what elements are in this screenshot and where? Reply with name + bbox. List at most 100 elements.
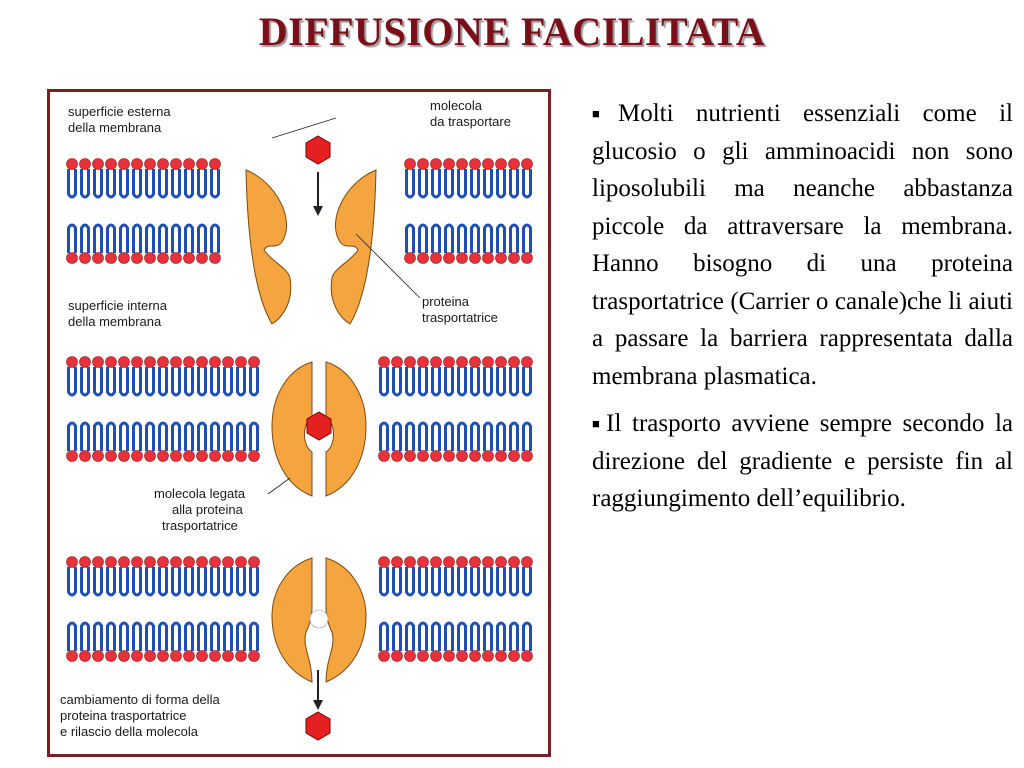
lipid-head-inner [182,223,196,265]
lipid-head-outer [130,555,144,597]
lipid-head-inner [247,421,261,463]
lipid-head-inner [468,621,482,663]
hexagon-molecule-icon [305,135,331,165]
lipid-head-outer [143,157,157,199]
lipid-head-outer [221,355,235,397]
lipid-head-inner [507,621,521,663]
label-molecule-2: da trasportare [430,114,511,129]
lipid-head-outer [234,555,248,597]
lipid-head-inner [91,421,105,463]
lipid-head-outer [507,555,521,597]
bullet-icon: ■ [592,106,616,121]
lipid-head-outer [403,555,417,597]
lipid-head-inner [416,621,430,663]
lipid-head-inner [481,621,495,663]
text-column: ■Molti nutrienti essenziali come il gluc… [592,95,1013,528]
lipid-head-outer [182,157,196,199]
lipid-head-inner [169,621,183,663]
label-change-2: proteina trasportatrice [60,708,186,723]
lipid-head-inner [429,421,443,463]
lipid-head-inner [91,223,105,265]
lipid-head-outer [91,157,105,199]
lipid-head-outer [468,157,482,199]
lipid-head-inner [390,421,404,463]
lipid-head-inner [208,223,222,265]
lipid-head-inner [416,223,430,265]
lipid-head-inner [247,621,261,663]
lipid-head-outer [117,355,131,397]
lipid-head-inner [429,223,443,265]
lipid-head-inner [455,621,469,663]
lipid-head-outer [169,157,183,199]
label-inner-surface-2: della membrana [68,314,162,329]
lipid-head-inner [507,421,521,463]
lipid-head-inner [65,621,79,663]
lipid-head-inner [65,223,79,265]
lipid-head-inner [182,621,196,663]
lipid-head-outer [403,355,417,397]
lipid-head-inner [442,223,456,265]
lipid-head-inner [156,621,170,663]
lipid-head-outer [195,555,209,597]
lipid-head-inner [104,421,118,463]
lipid-head-inner [455,421,469,463]
lipid-head-outer [494,555,508,597]
lipid-head-inner [78,223,92,265]
lipid-head-inner [169,421,183,463]
lipid-head-inner [208,421,222,463]
lipid-head-inner [234,621,248,663]
lipid-head-inner [130,621,144,663]
lipid-head-inner [442,421,456,463]
lipid-head-inner [169,223,183,265]
arrow-down-icon [313,670,323,710]
lipid-head-outer [442,355,456,397]
lipid-head-inner [117,421,131,463]
lipid-head-outer [169,355,183,397]
carrier-protein-bound [271,361,367,497]
lipid-head-inner [221,421,235,463]
lipid-head-outer [156,555,170,597]
lipid-head-inner [494,223,508,265]
lipid-head-inner [104,223,118,265]
lipid-head-outer [442,555,456,597]
lipid-head-inner [195,223,209,265]
lipid-head-outer [104,157,118,199]
lipid-head-inner [416,421,430,463]
lipid-head-outer [429,157,443,199]
lipid-head-outer [520,555,534,597]
lipid-head-outer [65,355,79,397]
lipid-head-outer [494,157,508,199]
label-outer-surface-2: della membrana [68,120,162,135]
lipid-head-outer [104,555,118,597]
lipid-head-outer [208,355,222,397]
lipid-head-inner [91,621,105,663]
lipid-head-inner [195,621,209,663]
lipid-head-outer [156,157,170,199]
paragraph-2-text: Il trasporto avviene sempre secondo la d… [592,410,1013,512]
lipid-head-inner [143,421,157,463]
lipid-head-inner [130,223,144,265]
lipid-head-outer [130,355,144,397]
lipid-head-outer [429,555,443,597]
lipid-head-outer [169,555,183,597]
slide-title: DIFFUSIONE FACILITATA [258,9,766,54]
label-inner-surface-1: superficie interna [68,298,168,313]
lipid-head-inner [520,621,534,663]
label-bound-1: molecola legata [154,486,246,501]
lipid-head-outer [104,355,118,397]
lipid-head-outer [78,555,92,597]
lipid-head-outer [195,157,209,199]
arrow-down-icon [313,172,323,216]
lipid-head-inner [468,421,482,463]
diffusion-figure: superficie esterna della membrana moleco… [47,89,551,757]
lipid-head-inner [377,621,391,663]
hexagon-molecule-icon [305,711,331,741]
lipid-head-outer [390,555,404,597]
lipid-head-inner [143,621,157,663]
lipid-head-inner [117,621,131,663]
lipid-head-outer [156,355,170,397]
lipid-head-inner [104,621,118,663]
lipid-head-outer [208,555,222,597]
lipid-head-outer [520,157,534,199]
paragraph-1: ■Molti nutrienti essenziali come il gluc… [592,95,1013,395]
